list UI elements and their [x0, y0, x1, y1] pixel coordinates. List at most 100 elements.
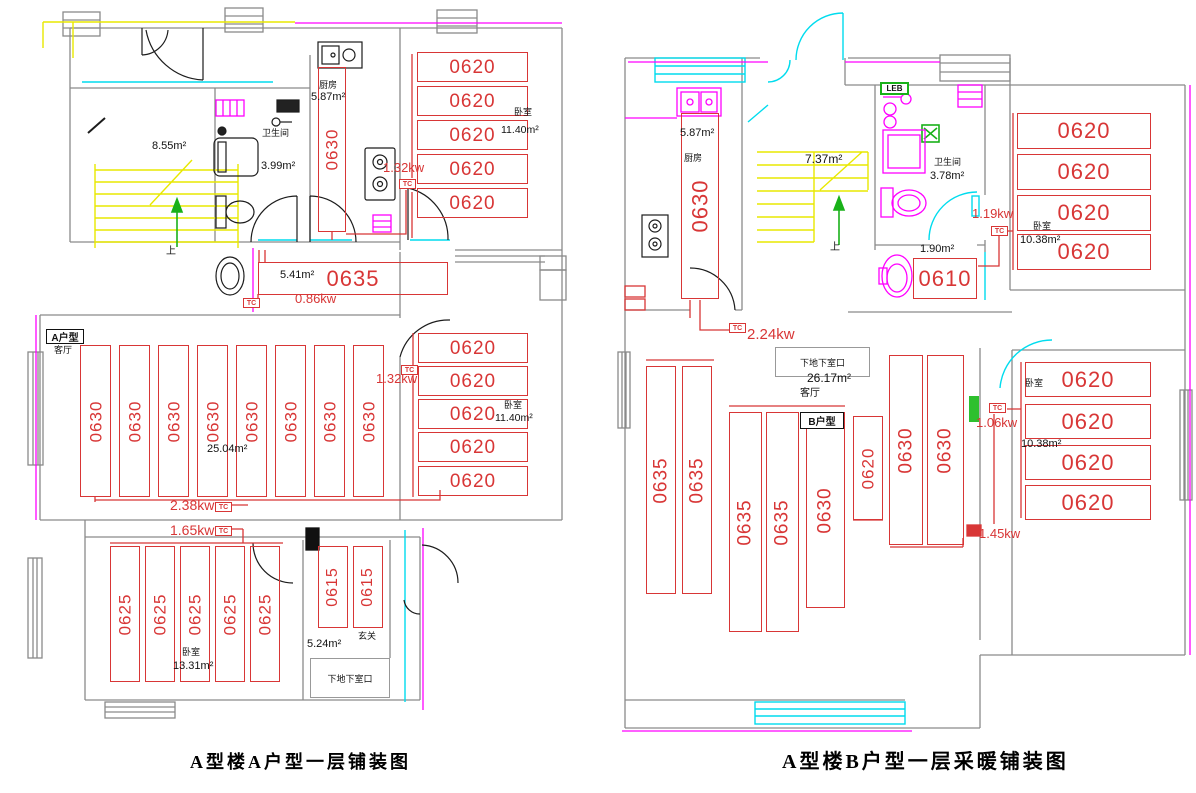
heating-panel: 0620 — [1017, 154, 1151, 190]
heating-panel: 0620 — [417, 188, 528, 218]
heating-panel: 0630 — [889, 355, 923, 545]
up-label: 上 — [166, 246, 176, 257]
heating-panel: 0630 — [119, 345, 150, 497]
basement-entry-box: 下地下室口 — [775, 347, 870, 377]
heating-panel: 0620 — [1017, 113, 1151, 149]
area-label: 3.78m² — [930, 170, 965, 182]
heating-panel: 0620 — [418, 466, 528, 496]
walls — [27, 7, 1193, 729]
power-label: 1.45kw — [979, 526, 1021, 541]
up-label: 上 — [830, 242, 840, 253]
area-label: 5.87m² — [680, 127, 715, 139]
heating-panel: 0630 — [314, 345, 345, 497]
leb-box: LEB — [880, 82, 909, 95]
area-label: 13.31m² — [173, 660, 214, 672]
heating-panel: 0635 — [729, 412, 762, 632]
heating-panel: 0635 — [682, 366, 712, 594]
area-label: 1.90m² — [920, 243, 955, 255]
power-label: 1.19kw — [972, 206, 1014, 221]
heating-panel: 0635 — [646, 366, 676, 594]
room-label-bedroom: 卧室 — [1025, 378, 1044, 388]
area-label: 10.38m² — [1021, 438, 1062, 450]
red-marker — [966, 524, 982, 537]
room-label-bedroom: 卧室 — [504, 400, 523, 410]
thermostat-box: TC — [991, 226, 1008, 236]
heating-panel: 0630 — [806, 412, 845, 608]
room-label-bathroom: 卫生间 — [262, 128, 290, 138]
room-label-bathroom: 卫生间 — [934, 157, 962, 167]
thermostat-box: TC — [989, 403, 1006, 413]
heating-panel: 0625 — [250, 546, 280, 682]
power-label: 2.38kw — [170, 497, 215, 513]
heating-panel: 0625 — [145, 546, 175, 682]
fixtures-doors-black — [87, 28, 736, 615]
heating-panel: 0620 — [1025, 445, 1151, 480]
heating-panel: 0620 — [418, 366, 528, 396]
area-label: 10.38m² — [1020, 234, 1061, 246]
thermostat-box: TC — [243, 298, 260, 308]
thermostat-box: TC — [401, 365, 418, 375]
room-label-kitchen: 厨房 — [319, 80, 338, 90]
dark-connector-box — [305, 527, 320, 551]
room-label-living: 客厅 — [54, 345, 73, 355]
area-label: 11.40m² — [495, 412, 533, 424]
heating-panel-kitchen: 0630 — [681, 113, 719, 299]
power-label: 1.65kw — [170, 522, 215, 538]
heating-panel-kitchen: 0630 — [318, 67, 346, 232]
basement-entry-box: 下地下室口 — [310, 658, 390, 698]
heating-panel: 0620 — [418, 333, 528, 363]
area-label: 25.04m² — [207, 443, 248, 455]
area-label: 11.40m² — [501, 124, 539, 136]
heating-panel: 0630 — [236, 345, 267, 497]
room-label-kitchen: 厨房 — [684, 153, 703, 163]
heating-panel: 0620 — [417, 86, 528, 116]
area-label: 5.24m² — [307, 638, 342, 650]
power-label: 2.24kw — [747, 326, 795, 343]
unit-name-box: B户型 — [800, 412, 844, 429]
power-label: 1.32kw — [376, 371, 418, 386]
heating-panel: 0620 — [853, 416, 883, 520]
heating-panel: 0630 — [197, 345, 228, 497]
power-label: 1.06kw — [976, 415, 1018, 430]
thermostat-box: TC — [215, 526, 232, 536]
heating-panel: 0630 — [275, 345, 306, 497]
heating-panel: 0620 — [1017, 234, 1151, 270]
room-label-bedroom: 卧室 — [514, 107, 533, 117]
heating-panel: 0620 — [417, 154, 528, 184]
heating-panel: 0620 — [417, 52, 528, 82]
room-label-foyer: 玄关 — [358, 631, 377, 641]
room-label-living: 客厅 — [800, 388, 820, 399]
heating-panel: 0625 — [110, 546, 140, 682]
heating-panel: 0615 — [353, 546, 383, 628]
heating-panel: 0620 — [1017, 195, 1151, 231]
cyan-elements — [82, 12, 1053, 725]
power-label: 1.32kw — [383, 160, 425, 175]
heating-panel: 0620 — [1025, 485, 1151, 520]
unit-name-box: A户型 — [46, 329, 84, 344]
heating-panel: 0625 — [215, 546, 245, 682]
room-label-bedroom: 卧室 — [182, 647, 201, 657]
area-label: 26.17m² — [807, 371, 852, 385]
heating-panel: 0620 — [1025, 362, 1151, 397]
heating-panel: 0630 — [158, 345, 189, 497]
magenta-elements — [35, 22, 1191, 732]
area-label: 5.41m² — [280, 269, 315, 281]
area-label: 8.55m² — [152, 140, 187, 152]
heating-panel: 0620 — [418, 399, 528, 429]
thermostat-box: TC — [399, 179, 416, 189]
green-marker — [969, 396, 979, 422]
heating-panel: 0615 — [318, 546, 348, 628]
thermostat-box: TC — [215, 502, 232, 512]
room-label-bedroom: 卧室 — [1033, 221, 1052, 231]
heating-panel: 0625 — [180, 546, 210, 682]
heating-panel: 0630 — [927, 355, 964, 545]
stairs-and-boundary-yellow — [42, 21, 869, 248]
plan-title-left: A型楼A户型一层铺装图 — [190, 752, 411, 772]
heating-panel: 0630 — [80, 345, 111, 497]
heating-panel: 0635 — [766, 412, 799, 632]
power-label: 0.86kw — [295, 291, 337, 306]
area-label: 3.99m² — [261, 160, 296, 172]
heating-panel: 0620 — [1025, 404, 1151, 439]
heating-panel: 0620 — [417, 120, 528, 150]
